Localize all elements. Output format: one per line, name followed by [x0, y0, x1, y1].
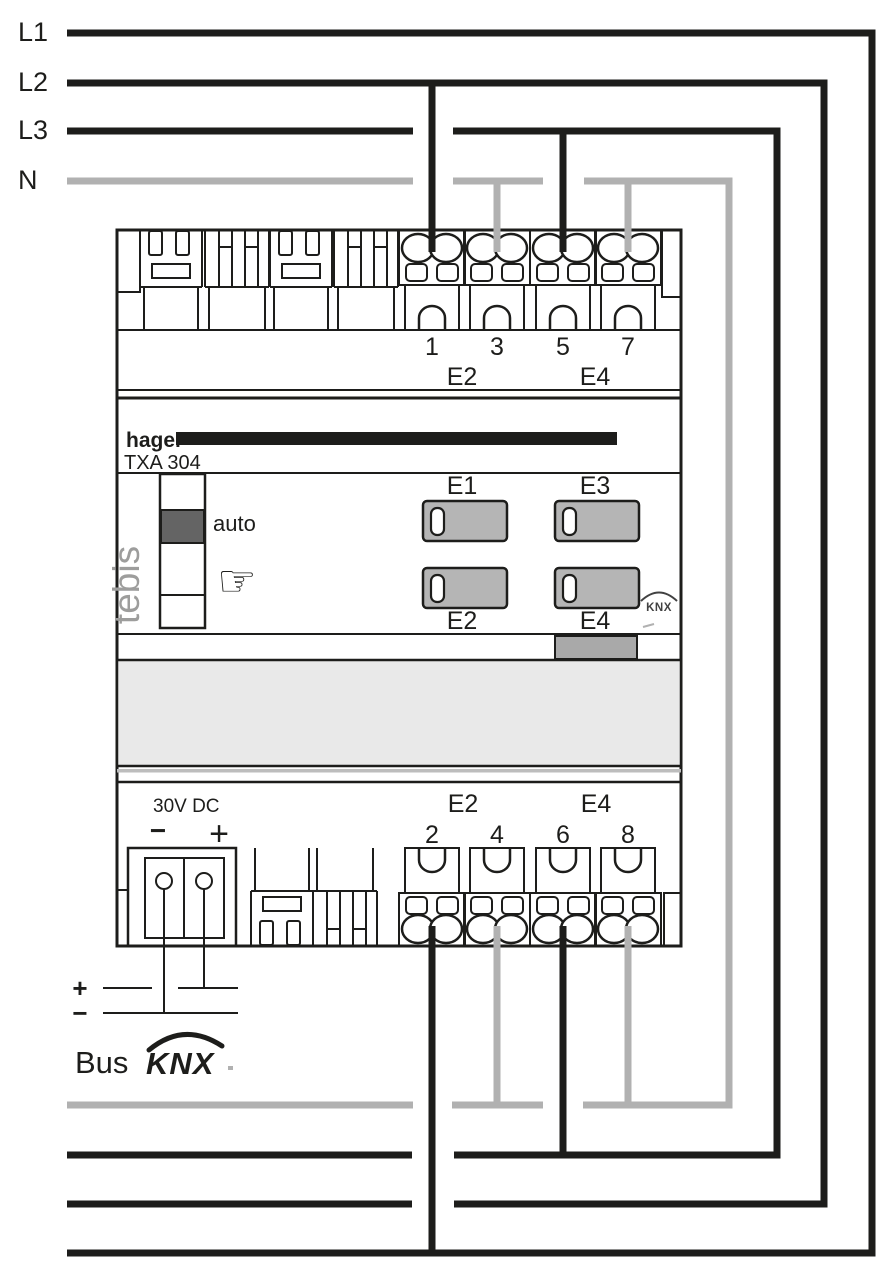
terminal-number-5: 5 [556, 333, 570, 361]
address-button [554, 635, 638, 660]
rail-label-l2: L2 [18, 67, 48, 97]
group-label-e4-top: E4 [580, 363, 611, 391]
brand-bar [176, 432, 617, 445]
led-e3 [553, 499, 641, 543]
led-e4 [553, 566, 641, 610]
terminal-number-6: 6 [556, 821, 570, 849]
terminal-number-4: 4 [490, 821, 504, 849]
din-comb [312, 847, 378, 947]
bus-connector [126, 846, 238, 948]
power-rails: L1 L2 L3 N [18, 17, 876, 1257]
front-panel: tebis auto ☞ E1 E3 E2 E4 KNX [106, 472, 681, 660]
led-e1 [421, 499, 509, 543]
terminal-number-1: 1 [425, 333, 439, 361]
brand-strip: hager TXA 304 [117, 429, 681, 474]
din-comb [333, 229, 399, 330]
actuator-device: 1 3 5 7 E2 E4 hager TXA 304 tebis auto [106, 228, 683, 948]
terminal-number-3: 3 [490, 333, 504, 361]
rail-label-n: N [18, 165, 38, 195]
bus-minus-terminal-label: − [150, 815, 166, 846]
bus-word: Bus [75, 1045, 128, 1080]
group-label-e2-top: E2 [447, 363, 478, 391]
knx-logo-icon: KNX [640, 591, 678, 628]
mode-switch [158, 472, 207, 630]
rail-label-l3: L3 [18, 115, 48, 145]
brand-logo: hager [126, 429, 183, 452]
bus-plus-hole [195, 872, 213, 890]
bus-plus-terminal-label: + [209, 815, 229, 853]
top-terminal-band: 1 3 5 7 E2 E4 [117, 228, 681, 400]
wire-l2 [67, 79, 828, 1208]
bottom-terminal-band: 30V DC − + E2 E4 2 4 6 8 [117, 790, 681, 948]
wire-n [583, 177, 733, 1109]
group-label-e4-bottom: E4 [581, 790, 612, 818]
din-comb [204, 229, 270, 330]
mode-switch-knob [160, 509, 205, 544]
bus-plus-label: + [72, 973, 87, 1003]
wire-l1 [67, 29, 876, 1257]
led-label-e2: E2 [447, 607, 478, 635]
led-e2 [421, 566, 509, 610]
terminal-number-7: 7 [621, 333, 635, 361]
model-number: TXA 304 [124, 452, 201, 474]
cover-band [115, 658, 683, 784]
svg-text:KNX: KNX [646, 602, 672, 614]
terminal-number-2: 2 [425, 821, 439, 849]
knx-bus-area: + − Bus KNX [72, 889, 238, 1081]
din-comb [250, 847, 314, 947]
group-label-e2-bottom: E2 [448, 790, 479, 818]
auto-mode-label: auto [213, 511, 256, 536]
din-comb [139, 229, 203, 330]
led-label-e4: E4 [580, 607, 611, 635]
bus-voltage-label: 30V DC [153, 796, 220, 817]
led-label-e1: E1 [447, 472, 478, 500]
terminal-number-8: 8 [621, 821, 635, 849]
led-label-e3: E3 [580, 472, 611, 500]
rail-label-l1: L1 [18, 17, 48, 47]
manual-hand-icon: ☞ [217, 556, 256, 607]
knx-logo-dot [228, 1066, 233, 1070]
bus-minus-label: − [72, 998, 87, 1028]
series-label: tebis [106, 546, 147, 624]
bus-minus-hole [155, 872, 173, 890]
svg-text:KNX: KNX [146, 1046, 216, 1081]
din-comb [269, 229, 333, 330]
knx-bus-logo-icon: KNX [146, 1032, 233, 1081]
wire-drops [428, 83, 632, 1253]
wire-l3 [453, 127, 781, 1159]
